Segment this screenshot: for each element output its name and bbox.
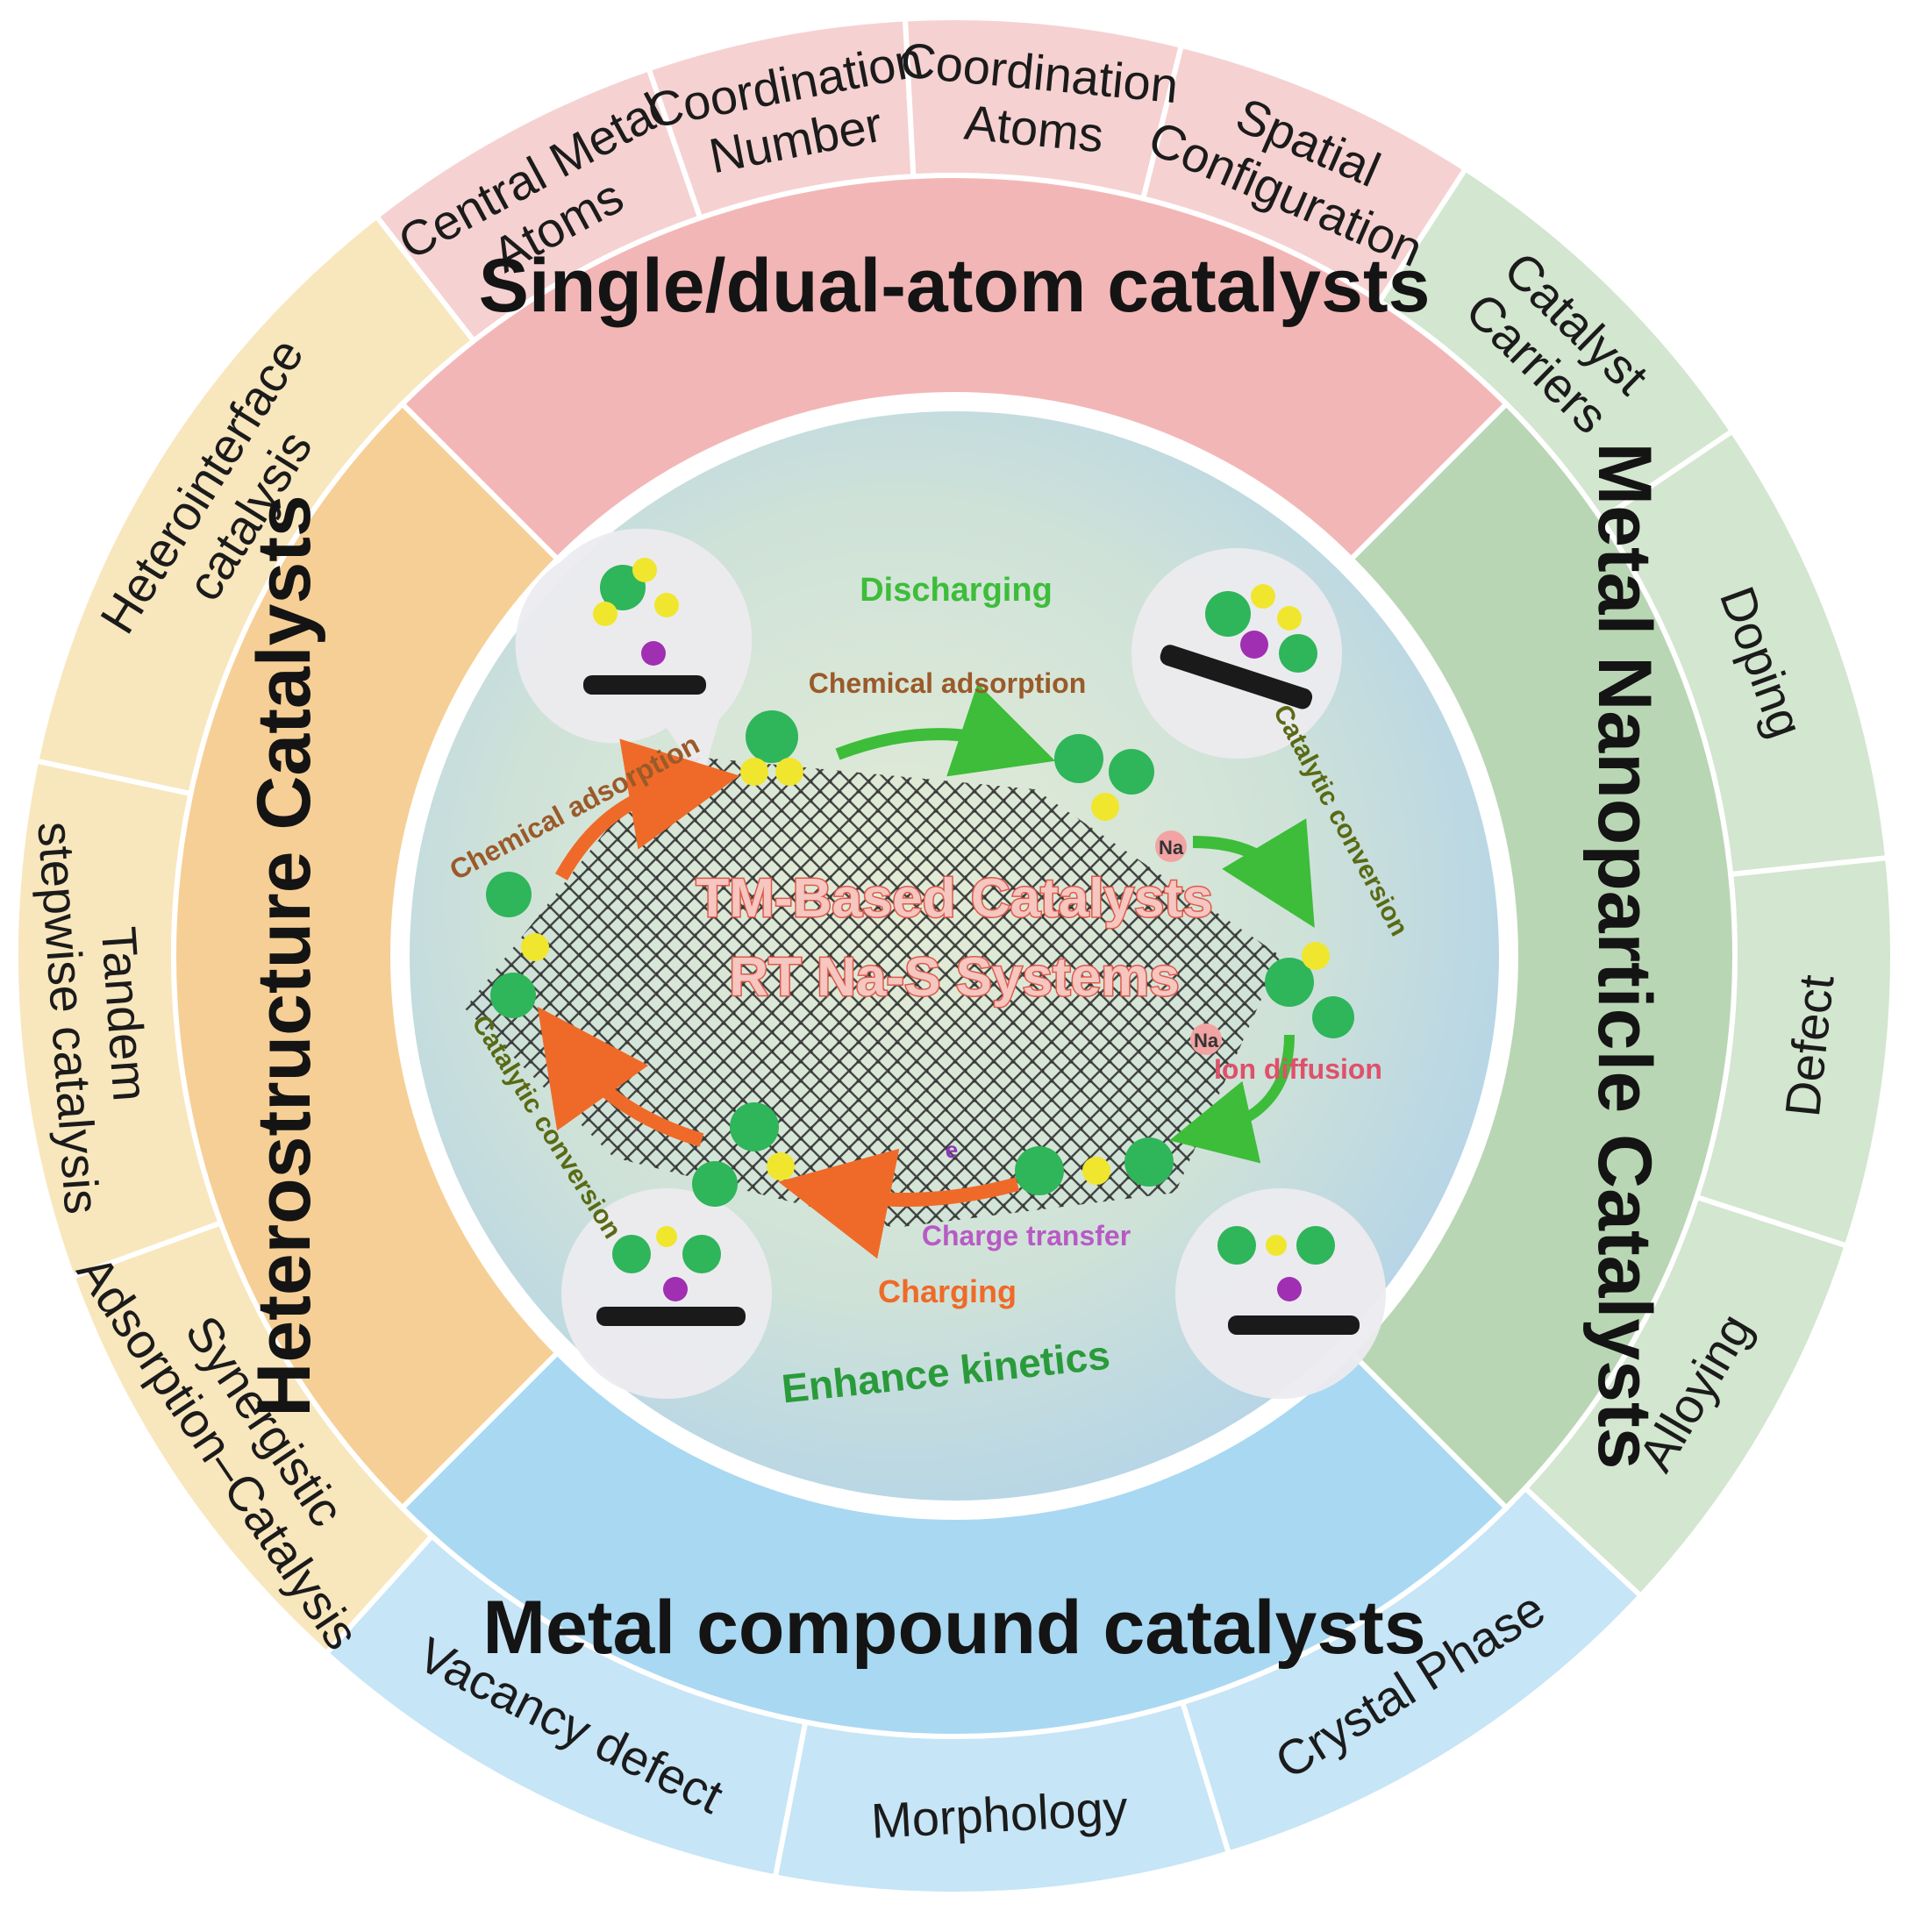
molecule-bubble-top-right — [1131, 548, 1342, 759]
label-chemical-adsorption-top: Chemical adsorption — [809, 667, 1087, 699]
middle-metal-compound-segment — [398, 1349, 1510, 1739]
na-badge-1: Na — [1159, 837, 1184, 859]
label-charge-transfer: Charge transfer — [922, 1220, 1131, 1251]
middle-heterostructure-label: Heterostructure Catalysts — [242, 495, 326, 1416]
middle-heterostructure-segment — [171, 400, 561, 1512]
arrow-right-lower — [1169, 1034, 1295, 1164]
label-charging: Charging — [878, 1273, 1017, 1309]
arrow-left-top — [555, 738, 740, 880]
molecule-bubble-bottom-right — [1175, 1188, 1386, 1399]
outer-ring: Central MetalAtomsCoordinationNumberCoor… — [13, 15, 1895, 1897]
middle-metal-nanoparticle-segment — [1347, 400, 1738, 1512]
label-ion-diffusion: Ion diffusion — [1214, 1053, 1382, 1085]
molecule-bubble-bottom-left — [561, 1188, 772, 1399]
graphene-sheet — [465, 754, 1281, 1228]
arrow-right-down — [1192, 818, 1315, 929]
center-title-line2: RT Na-S Systems — [729, 947, 1179, 1008]
electron-label: e — [946, 1137, 958, 1163]
arrow-charging-bottom — [778, 1148, 1020, 1259]
outer-morphology-label: Morphology — [870, 1780, 1130, 1849]
sheet-molecules — [486, 710, 1354, 1207]
arrow-discharging-top — [835, 683, 1056, 777]
molecule-bubble-top-left — [515, 528, 753, 781]
center-title-line1: TM-Based Catalysts — [696, 868, 1212, 929]
label-discharging: Discharging — [860, 572, 1053, 609]
middle-metal-compound-label: Metal compound catalysts — [482, 1586, 1425, 1670]
arrow-left-up — [537, 1006, 704, 1147]
middle-metal-nanoparticle-label: Metal Nanoparticle Catalysts — [1582, 443, 1667, 1470]
na-badge-2: Na — [1194, 1030, 1219, 1052]
middle-single-dual-segment — [398, 173, 1510, 563]
middle-single-dual-label: Single/dual-atom catalysts — [479, 244, 1431, 328]
process-arrows — [537, 683, 1315, 1259]
